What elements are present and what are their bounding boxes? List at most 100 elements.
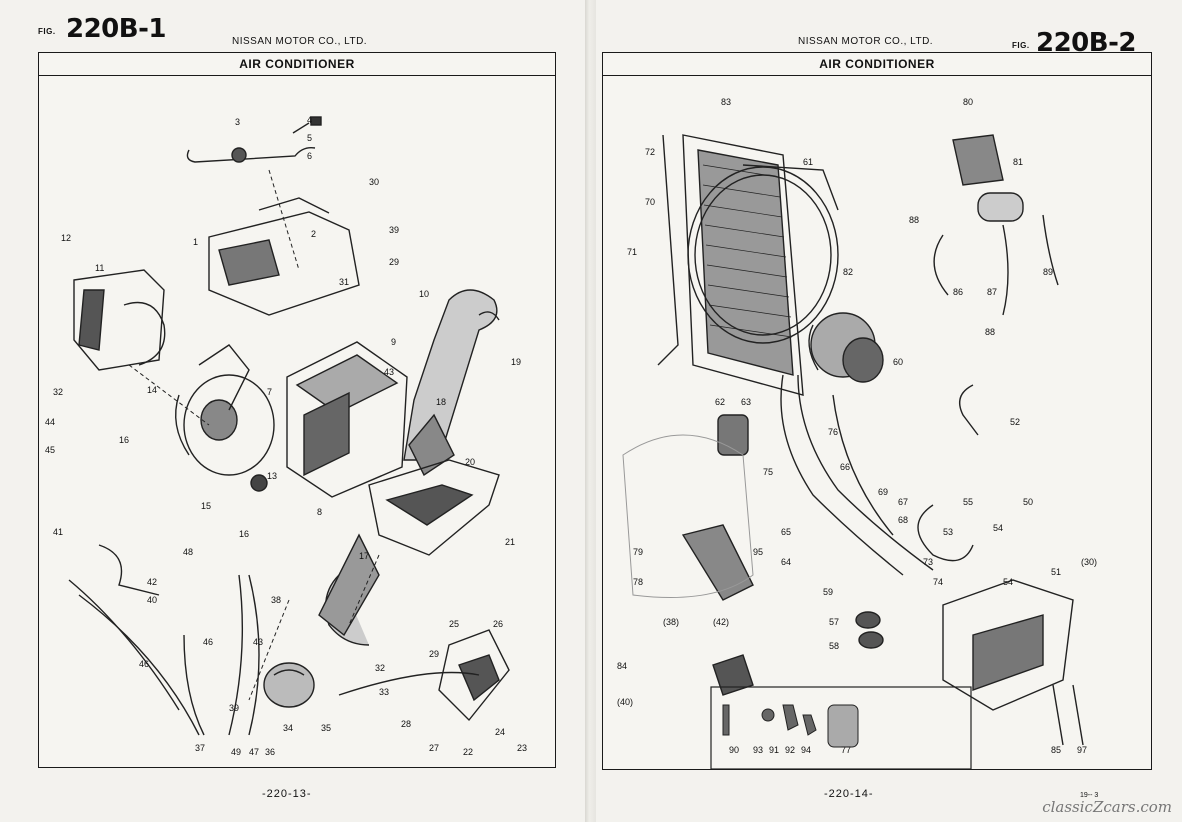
callout-71: 71 [627, 247, 637, 257]
right-frame-title: AIR CONDITIONER [603, 53, 1151, 76]
callout-79: 79 [633, 547, 643, 557]
callout-13: 13 [267, 471, 277, 481]
callout-18: 18 [436, 397, 446, 407]
callout-39: 39 [389, 225, 399, 235]
callout-76: 76 [828, 427, 838, 437]
callout-70: 70 [645, 197, 655, 207]
callout-88b: 88 [985, 327, 995, 337]
callout-87: 87 [987, 287, 997, 297]
callout-90: 90 [729, 745, 739, 755]
callout-14: 14 [147, 385, 157, 395]
callout-7: 7 [267, 387, 272, 397]
callout-69: 69 [878, 487, 888, 497]
callout-83: 83 [721, 97, 731, 107]
callout-74: 74 [933, 577, 943, 587]
callout-86: 86 [953, 287, 963, 297]
callout-57: 57 [829, 617, 839, 627]
inset-parts-box [710, 686, 972, 769]
callout-94: 94 [801, 745, 811, 755]
callout-42: 42 [147, 577, 157, 587]
right-exploded-diagram: 83 72 61 70 71 82 60 80 81 88 89 86 87 8… [617, 97, 1097, 769]
callout-88: 88 [909, 215, 919, 225]
right-catalog-page: NISSAN MOTOR CO., LTD. FIG. 220B-2 AIR C… [596, 0, 1182, 822]
callout-84: 84 [617, 661, 627, 671]
callout-61: 61 [803, 157, 813, 167]
callout-91: 91 [769, 745, 779, 755]
callout-51: 51 [1051, 567, 1061, 577]
callout-81: 81 [1013, 157, 1023, 167]
callout-34: 34 [283, 723, 293, 733]
callout-8: 8 [317, 507, 322, 517]
callout-15: 15 [201, 501, 211, 511]
callout-95: 95 [753, 547, 763, 557]
callout-25: 25 [449, 619, 459, 629]
callout-64: 64 [781, 557, 791, 567]
callout-35: 35 [321, 723, 331, 733]
callout-26: 26 [493, 619, 503, 629]
callout-2: 2 [311, 229, 316, 239]
left-frame-title: AIR CONDITIONER [39, 53, 555, 76]
callout-23: 23 [517, 743, 527, 753]
callout-41: 41 [53, 527, 63, 537]
callout-40: 40 [147, 595, 157, 605]
callout-52: 52 [1010, 417, 1020, 427]
callout-10: 10 [419, 289, 429, 299]
callout-82: 82 [843, 267, 853, 277]
left-company-name: NISSAN MOTOR CO., LTD. [232, 36, 368, 47]
callout-60: 60 [893, 357, 903, 367]
callout-67: 67 [898, 497, 908, 507]
callout-43: 43 [384, 367, 394, 377]
callout-62: 62 [715, 397, 725, 407]
callout-24: 24 [495, 727, 505, 737]
callout-78: 78 [633, 577, 643, 587]
callout-75: 75 [763, 467, 773, 477]
callout-93: 93 [753, 745, 763, 755]
callout-73: 73 [923, 557, 933, 567]
callout-30-ref: (30) [1081, 557, 1097, 567]
callout-17: 17 [359, 551, 369, 561]
callout-39b: 39 [229, 703, 239, 713]
callout-54b: 54 [1003, 577, 1013, 587]
callout-47: 47 [249, 747, 259, 757]
callout-3: 3 [235, 117, 240, 127]
callout-80: 80 [963, 97, 973, 107]
callout-22: 22 [463, 747, 473, 757]
left-callouts: 4 5 6 3 2 1 12 11 30 39 29 31 10 9 19 43… [45, 115, 527, 757]
callout-19: 19 [511, 357, 521, 367]
callout-53: 53 [943, 527, 953, 537]
callout-48: 48 [183, 547, 193, 557]
callout-20: 20 [465, 457, 475, 467]
date-code: 19-- 3 [1080, 792, 1099, 799]
callout-30: 30 [369, 177, 379, 187]
callout-65: 65 [781, 527, 791, 537]
callout-29b: 29 [429, 649, 439, 659]
callout-46: 46 [203, 637, 213, 647]
callout-66: 66 [840, 462, 850, 472]
right-diagram-frame: AIR CONDITIONER [602, 52, 1152, 770]
callout-44: 44 [45, 417, 55, 427]
callout-58: 58 [829, 641, 839, 651]
callout-46b: 46 [139, 659, 149, 669]
callout-49: 49 [231, 747, 241, 757]
callout-29: 29 [389, 257, 399, 267]
callout-9: 9 [391, 337, 396, 347]
callout-40-ref: (40) [617, 697, 633, 707]
left-diagram-frame: AIR CONDITIONER [38, 52, 556, 768]
right-company-name: NISSAN MOTOR CO., LTD. [798, 36, 934, 47]
callout-38-ref: (38) [663, 617, 679, 627]
site-watermark: classicZcars.com [1042, 798, 1172, 816]
callout-50: 50 [1023, 497, 1033, 507]
callout-4: 4 [307, 115, 312, 125]
callout-32b: 32 [375, 663, 385, 673]
left-fig-label: FIG. [38, 27, 56, 36]
callout-31: 31 [339, 277, 349, 287]
callout-36: 36 [265, 747, 275, 757]
callout-89: 89 [1043, 267, 1053, 277]
callout-54: 54 [993, 523, 1003, 533]
callout-5: 5 [307, 133, 312, 143]
callout-72: 72 [645, 147, 655, 157]
callout-63: 63 [741, 397, 751, 407]
callout-77: 77 [841, 745, 851, 755]
left-fig-number: 220B-1 [66, 14, 166, 44]
callout-55: 55 [963, 497, 973, 507]
